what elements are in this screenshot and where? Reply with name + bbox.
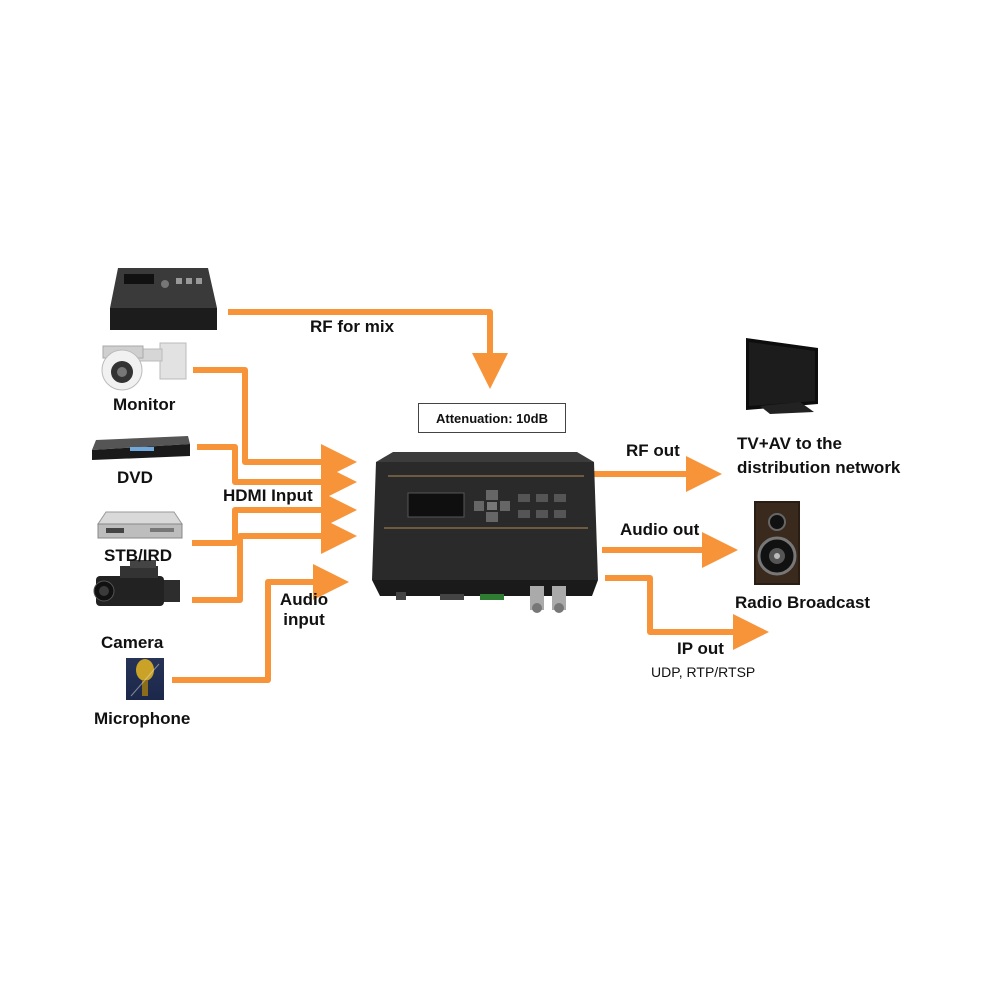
tv-icon (746, 338, 818, 414)
monitor-to-encoder-arrow (193, 367, 357, 480)
camera-label: Camera (101, 633, 164, 652)
microphone-label: Microphone (94, 709, 191, 728)
ip-out-arrow (605, 575, 769, 650)
dvd-label: DVD (117, 468, 153, 487)
monitor-label: Monitor (113, 395, 176, 414)
dvd-player-icon (92, 436, 190, 460)
camcorder-icon (93, 560, 180, 606)
rf-for-mix-arrow (228, 309, 508, 389)
tv-av-label: TV+AV to the distribution network (737, 434, 901, 478)
radio-broadcast-label: Radio Broadcast (735, 593, 871, 612)
attenuation-box: Attenuation: 10dB (418, 403, 566, 433)
dome-camera-icon (101, 342, 187, 391)
audio-input-label: Audio input (279, 590, 329, 630)
speaker-icon (754, 501, 800, 585)
encoder-modulator-icon (372, 452, 598, 613)
connection-arrows (172, 309, 769, 683)
microphone-to-encoder-arrow (172, 564, 349, 683)
audio-out-label: Audio out (620, 520, 700, 539)
ip-protocols-label: UDP, RTP/RTSP (651, 664, 756, 680)
ip-out-label: IP out (677, 639, 724, 658)
camera-to-encoder-arrow (192, 518, 357, 603)
hdmi-input-label: HDMI Input (223, 486, 313, 505)
microphone-icon (126, 658, 164, 700)
rf-out-label: RF out (626, 441, 680, 460)
set-top-box-icon (97, 511, 183, 539)
stb-ird-label: STB/IRD (104, 546, 172, 565)
stb-to-encoder-arrow (192, 492, 357, 546)
modulator-device-icon (110, 268, 217, 330)
dvd-to-encoder-arrow (197, 444, 357, 500)
rf-for-mix-label: RF for mix (310, 317, 395, 336)
